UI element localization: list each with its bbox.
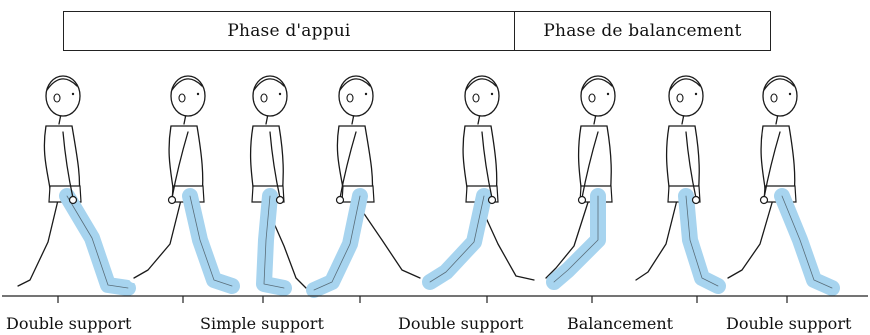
walking-child-figure [636, 76, 718, 286]
eye [607, 93, 609, 95]
back-leg-fill [18, 196, 59, 286]
hand [169, 197, 176, 204]
eye [72, 93, 74, 95]
walking-child-figure [134, 76, 232, 286]
gait-label-double-support-1: Double support [6, 314, 131, 333]
hand [489, 197, 496, 204]
stance-leg-shaded [430, 196, 484, 282]
eye [365, 93, 367, 95]
walking-child-figure [430, 76, 534, 282]
walking-child-figure [251, 76, 306, 288]
hand [693, 197, 700, 204]
stance-leg-shaded [686, 196, 718, 286]
hand [70, 197, 77, 204]
head [339, 76, 373, 116]
head [669, 76, 703, 116]
eye [789, 93, 791, 95]
gait-label-simple-support: Simple support [200, 314, 324, 333]
head [763, 76, 797, 116]
head [46, 76, 80, 116]
hand [761, 197, 768, 204]
eye [197, 93, 199, 95]
eye [695, 93, 697, 95]
walking-child-figure [18, 76, 128, 288]
head [465, 76, 499, 116]
hand [337, 197, 344, 204]
head [253, 76, 287, 116]
hand [579, 197, 586, 204]
hand [277, 197, 284, 204]
eye [279, 93, 281, 95]
timeline [2, 296, 868, 303]
walking-child-figure [546, 76, 615, 282]
gait-label-double-support-3: Double support [726, 314, 851, 333]
head [581, 76, 615, 116]
gait-label-balancement: Balancement [567, 314, 673, 333]
stance-leg-shaded [67, 196, 128, 288]
back-leg-fill [134, 196, 182, 278]
eye [491, 93, 493, 95]
back-leg-fill [728, 196, 774, 278]
walking-child-figure [728, 76, 832, 288]
back-leg-fill [636, 196, 678, 280]
walking-child-figure [314, 76, 420, 290]
stance-leg-shaded [782, 196, 832, 288]
head [171, 76, 205, 116]
gait-label-double-support-2: Double support [398, 314, 523, 333]
stance-leg-shaded [314, 196, 360, 290]
